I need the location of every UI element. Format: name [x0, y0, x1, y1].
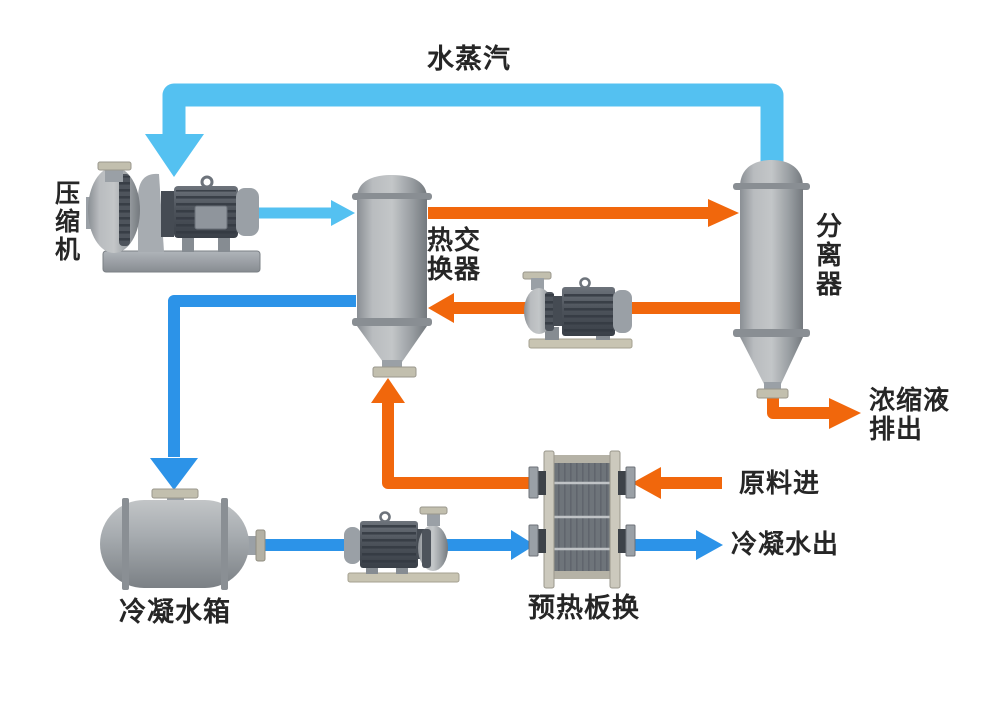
- concentrate-discharge-line: [767, 392, 861, 429]
- heat-exchanger-label: 热交换器: [427, 225, 482, 285]
- water-arrow-right-icon: [696, 530, 723, 560]
- tank-body: [100, 500, 249, 588]
- heat-exchanger-vessel: [352, 175, 432, 378]
- separator-label: 分离器: [816, 211, 844, 300]
- feed-in-label: 原料进: [739, 468, 821, 498]
- bottom-flange: [756, 388, 789, 399]
- bottom-flange: [372, 366, 417, 378]
- hot-line-to-separator: [428, 199, 739, 227]
- condensate-out-line: [633, 530, 723, 560]
- concentrate-discharge-label: 浓缩液排出: [869, 385, 951, 445]
- lifting-eye-icon: [379, 511, 391, 523]
- condensate-to-tank-line: [150, 295, 356, 490]
- compressor: [86, 161, 261, 273]
- hot-arrow-right-icon: [708, 199, 739, 227]
- separator-vessel: [733, 160, 810, 399]
- lifting-eye-icon: [579, 277, 591, 289]
- preheater-to-heatexchanger-line: [371, 378, 534, 489]
- compressor-label: 压缩机: [55, 180, 82, 264]
- steam-label: 水蒸汽: [427, 44, 511, 74]
- steam-arrow-right-icon: [331, 200, 355, 226]
- side-flange: [255, 529, 266, 562]
- circulation-pump: [522, 271, 633, 349]
- condensate-tank: [100, 488, 266, 590]
- compressed-steam-line: [257, 200, 355, 226]
- feed-line: [632, 467, 722, 499]
- water-arrow-down-icon: [150, 458, 198, 490]
- end-plate: [543, 450, 555, 589]
- end-plate: [609, 450, 621, 589]
- hot-arrow-up-icon: [371, 378, 405, 403]
- preheater-plate-exchanger: [528, 450, 636, 589]
- lifting-eye-icon: [200, 175, 214, 189]
- steam-arrow-down-icon: [145, 134, 204, 177]
- condensate-tank-label: 冷凝水箱: [119, 597, 231, 627]
- preheater-plate-label: 预热板换: [528, 593, 640, 623]
- water-arrow-right-icon: [511, 530, 535, 560]
- condensate-out-label: 冷凝水出: [731, 529, 840, 559]
- inlet-flange: [97, 161, 132, 171]
- top-flange: [151, 488, 199, 499]
- hot-arrow-left-icon: [428, 293, 454, 323]
- steam-pipe: [145, 83, 784, 177]
- hot-arrow-right-icon: [829, 398, 861, 429]
- condensate-pump: [344, 506, 460, 583]
- hot-arrow-left-icon: [632, 467, 661, 499]
